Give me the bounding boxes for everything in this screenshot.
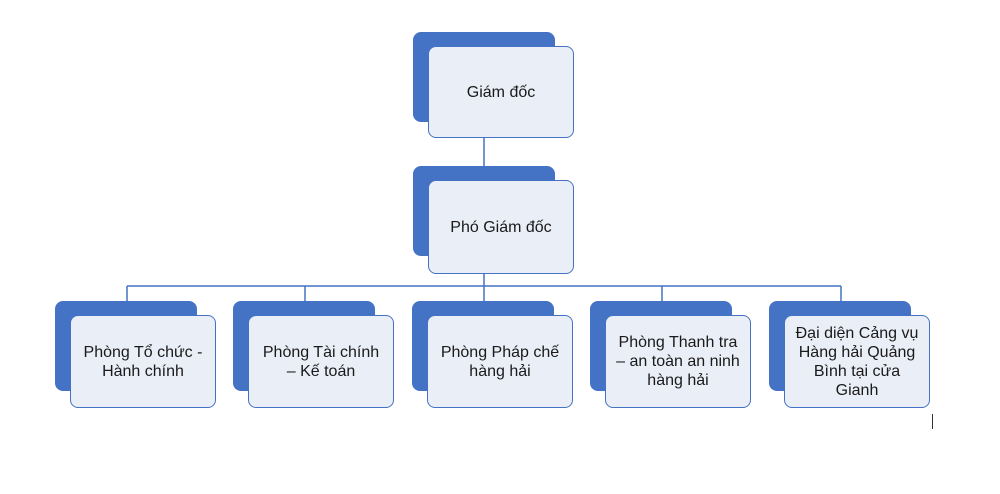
node-dept-finance-box: Phòng Tài chính – Kế toán: [248, 315, 394, 408]
node-dept-legal-box: Phòng Pháp chế hàng hải: [427, 315, 573, 408]
node-dept-organization-label: Phòng Tổ chức - Hành chính: [83, 343, 203, 380]
text-cursor-mark: [932, 414, 933, 429]
node-dept-inspection-label: Phòng Thanh tra – an toàn an ninh hàng h…: [616, 334, 740, 389]
node-dept-finance: Phòng Tài chính – Kế toán: [233, 301, 394, 408]
node-dept-representative-box: Đại diện Cảng vụ Hàng hải Quảng Bình tại…: [784, 315, 930, 408]
node-dept-organization-box: Phòng Tổ chức - Hành chính: [70, 315, 216, 408]
node-dept-inspection-box: Phòng Thanh tra – an toàn an ninh hàng h…: [605, 315, 751, 408]
node-director-label: Giám đốc: [466, 83, 536, 101]
node-dept-finance-label: Phòng Tài chính – Kế toán: [262, 343, 380, 380]
node-director-box: Giám đốc: [428, 46, 574, 138]
node-dept-legal-label: Phòng Pháp chế hàng hải: [440, 343, 560, 380]
node-dept-legal: Phòng Pháp chế hàng hải: [412, 301, 573, 408]
node-deputy-box: Phó Giám đốc: [428, 180, 574, 274]
node-dept-organization: Phòng Tổ chức - Hành chính: [55, 301, 216, 408]
node-deputy: Phó Giám đốc: [413, 166, 574, 274]
node-dept-representative-label: Đại diện Cảng vụ Hàng hải Quảng Bình tại…: [795, 324, 919, 399]
node-deputy-label: Phó Giám đốc: [450, 218, 552, 236]
node-dept-inspection: Phòng Thanh tra – an toàn an ninh hàng h…: [590, 301, 751, 408]
node-director: Giám đốc: [413, 32, 574, 138]
node-dept-representative: Đại diện Cảng vụ Hàng hải Quảng Bình tại…: [769, 301, 930, 408]
